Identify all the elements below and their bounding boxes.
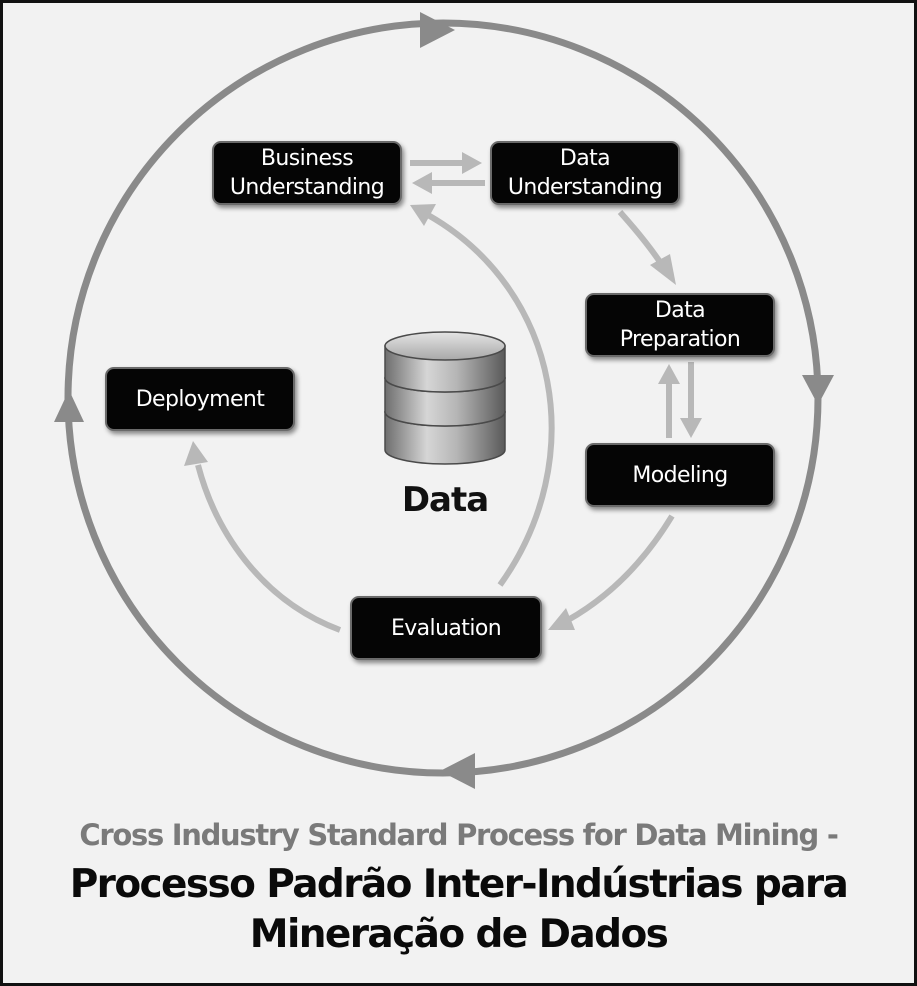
phase-data-preparation: Data Preparation (585, 293, 775, 357)
phase-label: Understanding (229, 175, 385, 200)
outer-cycle (54, 12, 834, 789)
phase-label: Deployment (135, 386, 265, 412)
phase-label: Business (260, 146, 354, 171)
outer-arrowhead-bottom (440, 753, 475, 789)
arrow-business-to-data-understanding (410, 152, 482, 174)
arrow-modeling-to-preparation (658, 364, 680, 438)
phase-label: Understanding (507, 175, 663, 200)
inner-arrows (184, 152, 702, 633)
phase-label: Preparation (619, 327, 741, 352)
phase-evaluation: Evaluation (350, 596, 542, 660)
center-data-label: Data (401, 480, 489, 520)
phase-business-understanding: Business Understanding (212, 141, 402, 205)
phase-label: Evaluation (390, 615, 502, 641)
database-icon (384, 331, 506, 465)
phase-data-understanding: Data Understanding (490, 141, 680, 205)
caption-english: Cross Industry Standard Process for Data… (79, 818, 838, 852)
phase-label: Modeling (632, 462, 728, 488)
outer-arrowhead-right (802, 375, 834, 405)
phase-label: Data (654, 298, 706, 323)
phase-label: Data (559, 146, 611, 171)
arrow-modeling-to-evaluation (548, 514, 675, 630)
arrow-data-understanding-to-preparation (617, 210, 676, 285)
caption-portuguese-line1: Processo Padrão Inter-Indústrias para (69, 862, 849, 907)
outer-arrowhead-left (54, 390, 84, 422)
outer-arrowhead-top (420, 12, 455, 48)
caption-portuguese-line2: Mineração de Dados (249, 912, 669, 957)
arrow-evaluation-to-deployment (184, 441, 342, 633)
arrow-preparation-to-modeling (680, 362, 702, 438)
arrow-data-understanding-to-business (412, 172, 485, 194)
phase-modeling: Modeling (585, 443, 775, 507)
phase-deployment: Deployment (105, 367, 295, 431)
arrow-evaluation-to-business (410, 204, 555, 587)
